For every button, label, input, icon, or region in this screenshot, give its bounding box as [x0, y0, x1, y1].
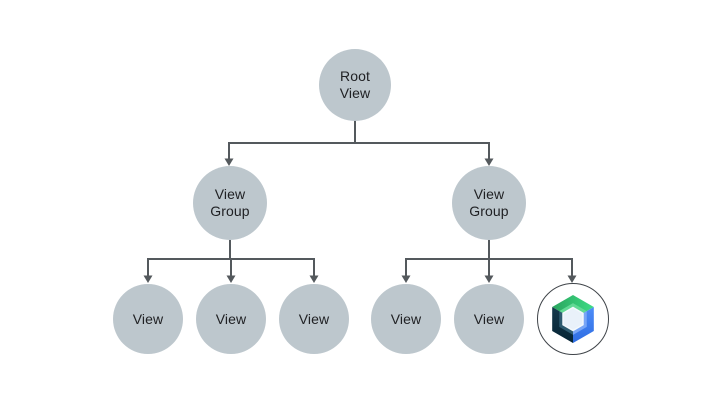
arrowhead-right-2	[484, 275, 494, 283]
node-view-right-2-label: View	[473, 310, 505, 327]
arrowhead-right-1	[401, 275, 411, 283]
node-view-left-1-label: View	[132, 310, 164, 327]
node-view-left-3-label: View	[298, 310, 330, 327]
node-view-right-2: View	[454, 284, 524, 354]
node-view-group-left: View Group	[193, 166, 267, 240]
node-compose	[537, 283, 609, 355]
logo-inner-hexagon	[563, 307, 583, 331]
node-view-left-2: View	[196, 284, 266, 354]
node-view-right-1-label: View	[390, 310, 422, 327]
node-view-group-right-label: View Group	[469, 186, 509, 219]
node-view-right-1: View	[371, 284, 441, 354]
node-root-view: Root View	[319, 49, 391, 121]
node-view-left-2-label: View	[215, 310, 247, 327]
arrowhead-group-right	[484, 158, 494, 166]
arrowhead-left-2	[226, 275, 236, 283]
arrowhead-left-3	[309, 275, 319, 283]
logo-inner-hexagon-outline	[562, 306, 584, 332]
node-view-group-left-label: View Group	[210, 186, 250, 219]
jetpack-compose-logo-icon	[552, 294, 594, 344]
arrowhead-left-1	[143, 275, 153, 283]
node-view-left-1: View	[113, 284, 183, 354]
node-root-view-label: Root View	[339, 68, 371, 101]
node-view-group-right: View Group	[452, 166, 526, 240]
arrowhead-group-left	[224, 158, 234, 166]
arrowhead-right-3	[567, 275, 577, 283]
node-view-left-3: View	[279, 284, 349, 354]
